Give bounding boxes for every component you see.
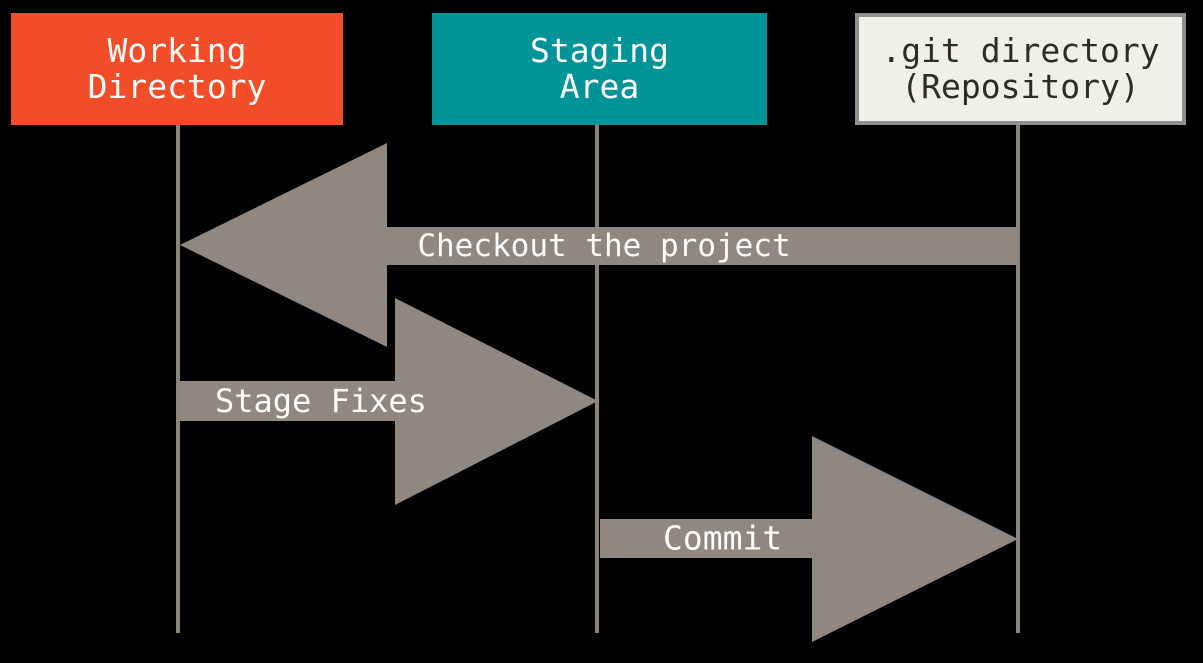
staging-area-box: Staging Area [432, 13, 767, 125]
checkout-arrow-head [180, 143, 387, 347]
checkout-arrow-label: Checkout the project [417, 228, 791, 264]
working-directory-box: Working Directory [11, 13, 343, 125]
staging-area-label-line1: Staging [529, 31, 670, 70]
git-directory-label-line2: (Repository) [901, 67, 1140, 106]
staging-area-label-line2: Area [559, 67, 640, 106]
git-directory-lifeline [1016, 125, 1020, 633]
working-directory-label-line1: Working [107, 31, 247, 70]
working-directory-label-line2: Directory [87, 67, 267, 106]
commit-arrow-shaft [600, 519, 812, 558]
stage-fixes-arrow-shaft [180, 381, 395, 421]
git-directory-label-line1: .git directory [881, 31, 1160, 70]
commit-arrow-head [812, 436, 1018, 642]
commit-arrow-label: Commit [663, 518, 783, 558]
working-directory-lifeline [176, 125, 180, 633]
git-directory-box: .git directory (Repository) [855, 13, 1186, 125]
stage-fixes-arrow-label: Stage Fixes [215, 382, 427, 420]
stage-fixes-arrow-head [395, 298, 598, 505]
checkout-arrow-shaft [387, 227, 1018, 265]
